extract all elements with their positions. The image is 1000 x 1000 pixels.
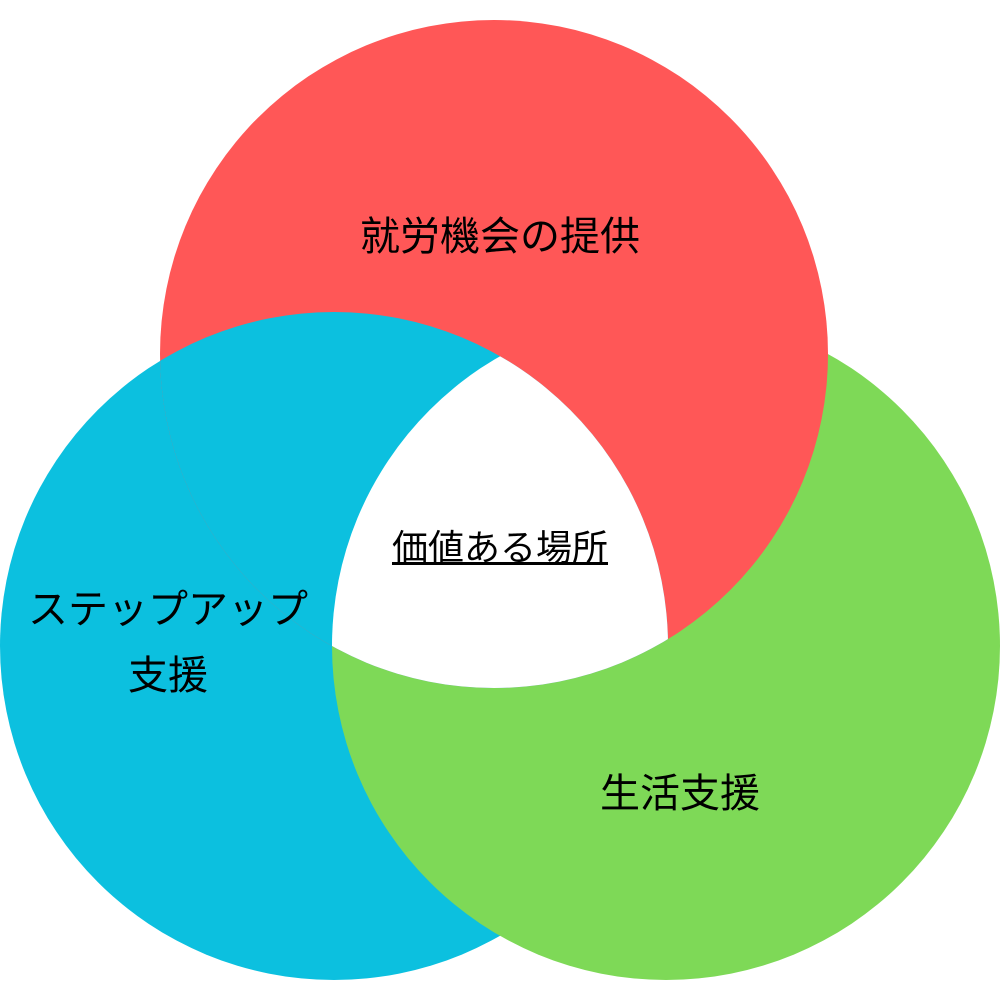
stepup-label: ステップアップ 支援 (28, 577, 308, 709)
center-label: 価値ある場所 (391, 528, 609, 569)
stepup-label-line1: ステップアップ (28, 587, 308, 633)
employment-label: 就労機会の提供 (360, 214, 640, 260)
stepup-label-line2: 支援 (128, 653, 208, 699)
life-label: 生活支援 (600, 771, 760, 817)
